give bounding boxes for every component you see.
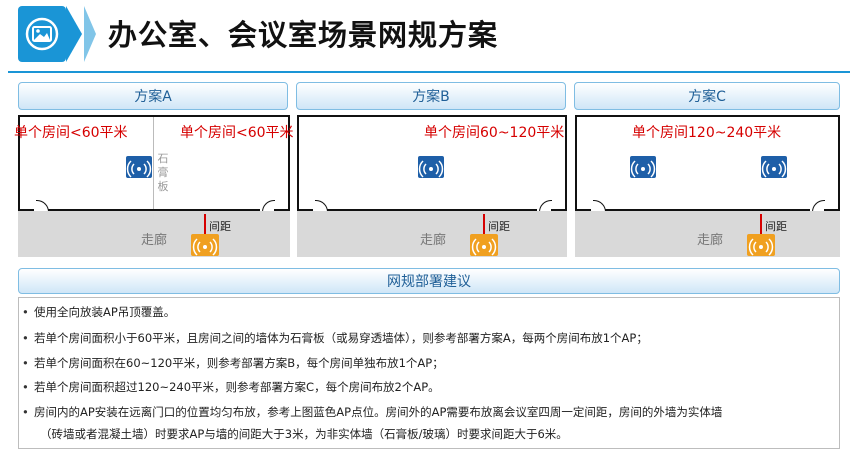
scheme-c-header: 方案C	[574, 82, 840, 110]
wifi-ap-icon	[418, 156, 444, 178]
logo-tile	[18, 6, 66, 62]
scheme-b-label: 方案B	[412, 89, 450, 105]
wall-segment	[48, 209, 260, 211]
wifi-ap-icon	[470, 234, 498, 256]
scheme-b-header: 方案B	[296, 82, 566, 110]
wall-segment	[274, 209, 290, 211]
room-right-label: 单个房间<60平米	[180, 125, 294, 141]
door-arc	[539, 200, 552, 213]
header-chevron-shadow	[84, 6, 96, 62]
scheme-c-room	[575, 115, 840, 211]
wall-segment	[551, 209, 567, 211]
room-left-label: 单个房间<60平米	[14, 125, 128, 141]
wifi-ap-icon	[630, 156, 656, 178]
wifi-ap-icon	[126, 156, 152, 178]
partition-char: 石	[157, 152, 169, 165]
partition-char: 膏	[157, 166, 169, 179]
corridor-label: 走廊	[420, 233, 447, 248]
recommendation-item: 若单个房间面积在60~120平米，则参考部署方案B，每个房间单独布放1个AP；	[22, 353, 444, 373]
recommendations-box	[18, 297, 840, 449]
scheme-a-header: 方案A	[18, 82, 288, 110]
wall-segment	[297, 209, 313, 211]
page-title: 办公室、会议室场景网规方案	[108, 18, 499, 52]
room-label: 单个房间120~240平米	[632, 125, 782, 141]
scheme-a-corridor	[18, 211, 290, 257]
distance-arrow	[204, 214, 206, 234]
distance-label: 间距	[765, 220, 787, 233]
recommendations-header: 网规部署建议	[18, 268, 840, 294]
partition-label: 石 膏 板	[156, 152, 170, 194]
wifi-ap-icon	[761, 156, 787, 178]
distance-label: 间距	[209, 220, 231, 233]
scheme-c-label: 方案C	[688, 89, 726, 105]
recommendation-item: 房间内的AP安装在远离门口的位置均匀布放，参考上图蓝色AP点位。房间外的AP需要…	[22, 402, 722, 422]
wifi-ap-icon	[747, 234, 775, 256]
scheme-a-label: 方案A	[134, 89, 172, 105]
recommendation-item: 若单个房间面积超过120~240平米，则参考部署方案C，每个房间布放2个AP。	[22, 377, 440, 397]
door-arc	[812, 200, 825, 213]
scheme-c-corridor	[575, 211, 840, 257]
image-icon	[25, 17, 59, 51]
wall-segment	[575, 209, 591, 211]
distance-arrow	[760, 214, 762, 234]
room-label: 单个房间60~120平米	[424, 125, 565, 141]
recommendations-title: 网规部署建议	[387, 274, 471, 290]
recommendation-item: 使用全向放装AP吊顶覆盖。	[22, 302, 175, 322]
scheme-a-room	[18, 115, 290, 211]
recommendation-item: 若单个房间面积小于60平米，且房间之间的墙体为石膏板（或易穿透墙体），则参考部署…	[22, 328, 648, 348]
wall-segment	[327, 209, 537, 211]
distance-label: 间距	[488, 220, 510, 233]
recommendation-item-continuation: （砖墙或者混凝土墙）时要求AP与墙的间距大于3米，为非实体墙（石膏板/玻璃）时要…	[40, 427, 568, 441]
corridor-label: 走廊	[141, 233, 168, 248]
scheme-b-corridor	[297, 211, 567, 257]
corridor-label: 走廊	[697, 233, 724, 248]
header-chevron	[66, 6, 82, 62]
wall-segment	[605, 209, 810, 211]
header-divider	[8, 71, 850, 73]
distance-arrow	[483, 214, 485, 234]
partition-char: 板	[157, 180, 169, 193]
gypsum-partition	[153, 117, 154, 209]
wall-segment	[18, 209, 34, 211]
door-arc	[262, 200, 275, 213]
wall-segment	[824, 209, 840, 211]
wifi-ap-icon	[191, 234, 219, 256]
